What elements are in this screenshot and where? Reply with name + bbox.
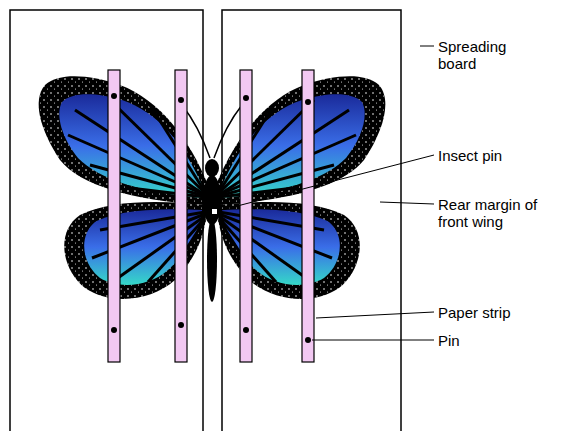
part-label: Paper strip <box>438 304 568 321</box>
pin <box>111 93 311 343</box>
insect-pin <box>212 209 217 214</box>
spreading-board <box>222 10 401 431</box>
leader-line <box>218 46 434 340</box>
part-label: Spreading board <box>438 38 528 72</box>
paper-strip <box>108 70 314 362</box>
part-label: Pin <box>438 332 568 349</box>
part-label: Insect pin <box>438 147 568 164</box>
part-label: Rear margin of front wing <box>438 196 556 230</box>
